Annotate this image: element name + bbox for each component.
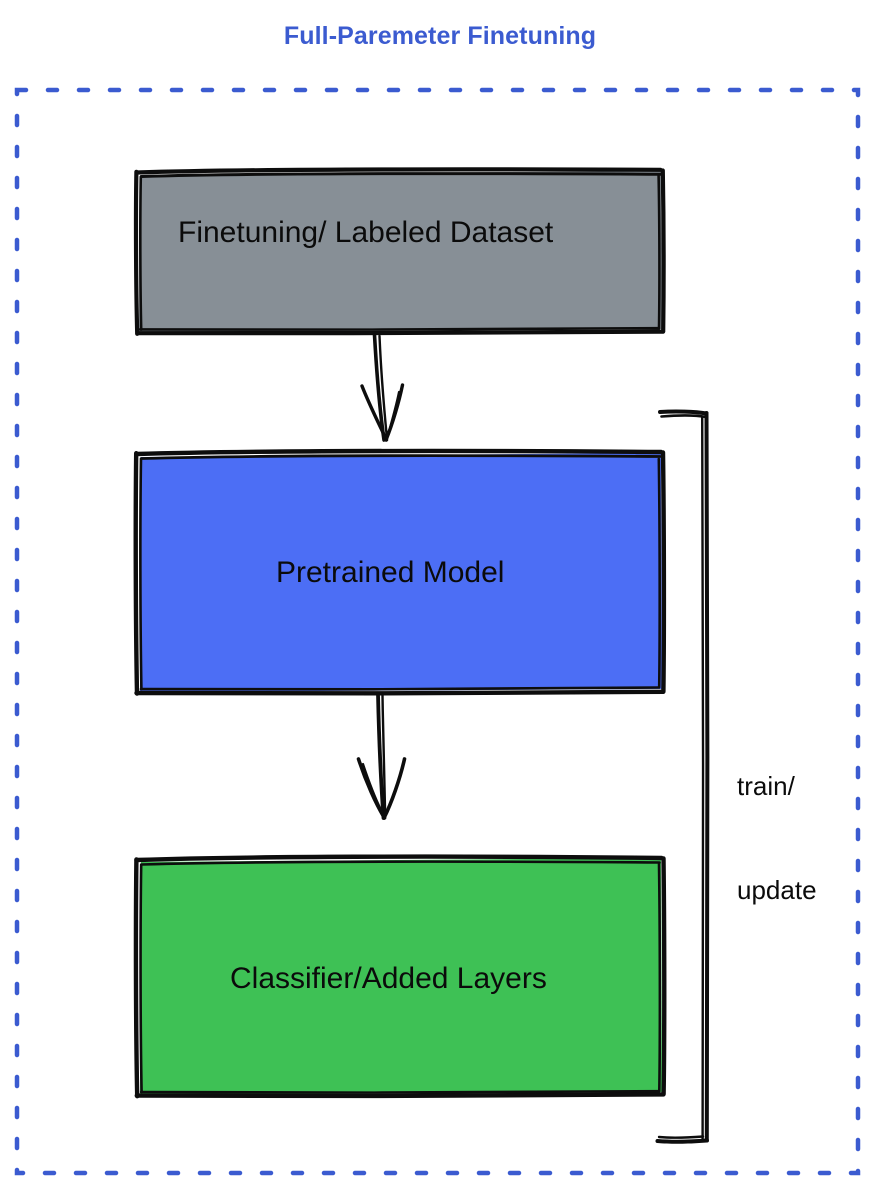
node-dataset-outline-f [138,326,661,332]
node-pretrained-outline-a [134,448,664,457]
page-title: Full-Paremeter Finetuning [283,22,597,50]
node-dataset-label: Finetuning/ Labeled Dataset [178,216,554,249]
edge-pretrained-to-classifier-head-left-b [361,762,386,819]
edge-pretrained-to-classifier-shaft-b [381,693,387,819]
node-dataset-outline-c [660,168,666,334]
node-classifier-outline-b [140,860,661,866]
edge-train-update-label-line1: train/ [737,771,795,802]
node-classifier-outline-f [139,1089,661,1094]
node-pretrained-outline-c [660,450,667,694]
node-classifier-outline-d [657,862,662,1093]
node-pretrained-outline-b [140,454,662,460]
node-pretrained[interactable] [133,448,667,696]
edge-train-update-label: train/ update [737,700,817,942]
edge-dataset-to-pretrained [360,333,405,442]
edge-train-update-label-line2: update [737,874,817,905]
node-classifier-outline-e [134,1092,666,1099]
edge-dataset-to-pretrained-head-right-b [385,390,401,441]
edge-loop-right-segment-b [701,416,705,1141]
node-classifier-outline-h [139,863,143,1094]
node-classifier-label: Classifier/Added Layers [230,962,547,995]
node-pretrained-fill [140,453,662,692]
edge-loop-bottom-segment-a [655,1138,709,1144]
node-dataset-outline-d [657,174,661,330]
node-dataset-outline-e [135,329,666,336]
edge-loop-bottom-segment-b [657,1135,705,1139]
node-dataset-fill [139,171,662,332]
node-classifier-outline-c [661,856,667,1097]
edge-pretrained-to-classifier-shaft-a [376,692,386,820]
node-classifier-outline-a [134,854,664,863]
node-dataset-outline-h [139,175,143,331]
node-dataset[interactable] [133,167,666,336]
node-classifier-fill [140,858,662,1095]
node-pretrained-outline-g [133,451,140,696]
node-dataset-outline-a [135,167,663,175]
node-pretrained-label: Pretrained Model [276,556,505,589]
edge-train-update-loop [655,409,710,1144]
edge-pretrained-to-classifier [356,692,407,820]
edge-loop-top-segment-a [658,409,709,416]
node-pretrained-outline-e [134,689,666,696]
edge-dataset-to-pretrained-shaft-b [378,334,389,441]
edge-pretrained-to-classifier-head-right [382,757,407,820]
node-pretrained-outline-f [139,686,661,691]
node-pretrained-outline-h [139,457,143,691]
edge-dataset-to-pretrained-head-left [360,384,389,442]
node-dataset-outline-b [140,172,664,178]
edge-loop-top-segment-b [660,414,708,419]
node-pretrained-outline-d [657,457,661,689]
node-classifier-outline-g [133,857,140,1099]
node-dataset-outline-g [133,169,140,336]
node-classifier[interactable] [133,854,667,1099]
edge-loop-right-segment-a [704,411,710,1142]
